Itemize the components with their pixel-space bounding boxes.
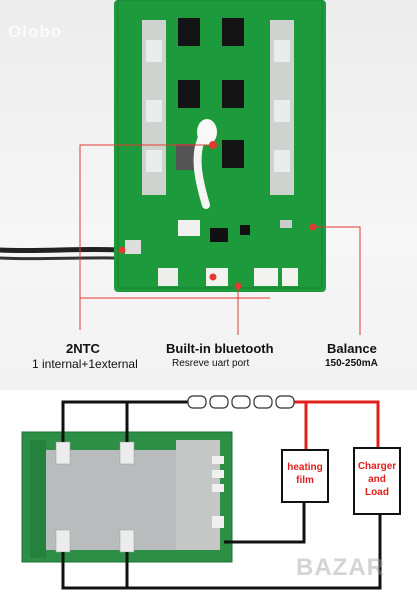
ntc-title: 2NTC [66, 341, 100, 356]
charger-load-box [353, 447, 401, 515]
wire-black-bottom [61, 514, 382, 590]
balance-title: Balance [327, 341, 377, 356]
pcb-illustration [0, 0, 361, 335]
heating-film-box [281, 449, 329, 503]
ntc-subtitle: 1 internal+1external [32, 357, 138, 371]
heating-film-line2: film [296, 475, 314, 486]
bluetooth-subtitle: Resreve uart port [172, 358, 250, 369]
charger-load-label: Charger and Load [354, 460, 400, 499]
wiring-diagram-panel: heating film Charger and Load [0, 390, 417, 600]
charger-load-line2: and [368, 474, 386, 485]
charger-load-line1: Charger [357, 461, 397, 472]
callout-dot-bluetooth-a [209, 273, 217, 281]
heating-film-label: heating film [282, 461, 328, 487]
charger-load-line3: Load [365, 487, 389, 498]
wire-black-heater [224, 502, 306, 544]
callout-line-balance [313, 226, 361, 335]
heating-film-line1: heating [287, 462, 323, 473]
callout-line-ntc [79, 144, 210, 330]
pcb-photo-panel: Olobo 2NTC 1 internal+1external Built-in… [0, 0, 417, 390]
callout-dot-ntc [118, 246, 126, 254]
wiring-diagram [21, 395, 401, 590]
wire-black-top [61, 400, 190, 442]
ntc-chain [187, 395, 295, 409]
bluetooth-title: Built-in bluetooth [166, 341, 274, 356]
balance-subtitle: 150-250mA [325, 358, 378, 369]
watermark-bottom: BAZAR [296, 554, 385, 581]
watermark-top: Olobo [8, 22, 63, 41]
wire-red [292, 400, 380, 448]
